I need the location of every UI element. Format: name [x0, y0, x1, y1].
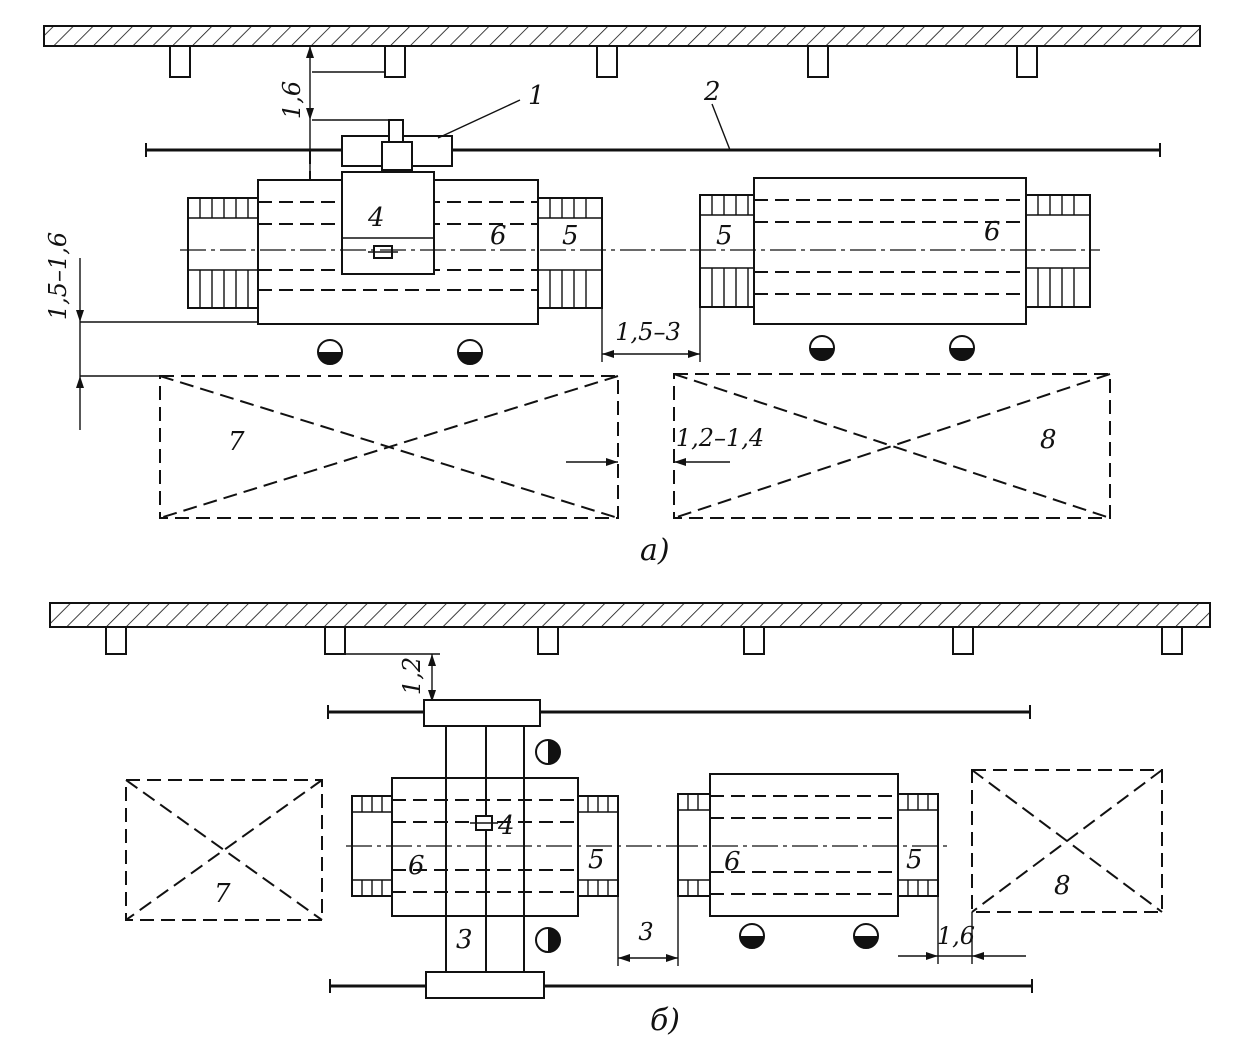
wall-b: [49, 602, 1211, 628]
area-left-b: [125, 779, 323, 921]
scheme-b: 1,2: [49, 602, 1211, 1038]
label-lathe-carriage: 4: [497, 811, 515, 841]
machine-right-b: [672, 773, 950, 917]
label-area-right: 8: [1040, 425, 1057, 455]
machine-left-a: [180, 171, 690, 325]
column: [105, 626, 127, 655]
dim-wall-to-rail-b: 1,2: [345, 653, 440, 702]
machine-right-a: [690, 177, 1100, 325]
dim-label: 1,6: [937, 922, 975, 950]
column: [537, 626, 559, 655]
column: [952, 626, 974, 655]
label-area-right: 8: [1054, 871, 1071, 901]
label-crane-rail: 2: [703, 77, 721, 107]
column: [807, 45, 829, 78]
scheme-a: 1,6: [43, 25, 1201, 568]
label-center: 5: [716, 221, 733, 251]
dim-wall-to-crane-a: 1,6: [278, 46, 392, 172]
wall-a: [43, 25, 1201, 47]
area-left-a: [159, 375, 619, 519]
dim-label: 1,5–1,6: [44, 232, 72, 320]
area-right-b: [971, 769, 1163, 913]
label-rotor: 6: [724, 847, 741, 877]
operator-symbols-a: [317, 335, 975, 365]
column: [1161, 626, 1183, 655]
dim-between-machines-a: 1,5–3: [601, 308, 701, 362]
dim-label: 1,6: [278, 81, 306, 119]
dim-between-areas-a: 1,2–1,4: [566, 424, 764, 466]
label-center: 5: [588, 845, 605, 875]
label-rotor: 6: [984, 217, 1001, 247]
area-right-a: [673, 373, 1111, 519]
column: [743, 626, 765, 655]
columns-b: [105, 626, 1183, 655]
label-center: 5: [562, 221, 579, 251]
dim-label: 1,5–3: [615, 318, 680, 346]
dim-label: 3: [638, 918, 653, 946]
column: [169, 45, 191, 78]
caption-a: а): [640, 533, 670, 568]
label-rotor: 6: [490, 221, 507, 251]
operator-symbols-b: [535, 739, 879, 953]
columns-a: [169, 45, 1038, 78]
label-area-left: 7: [214, 879, 231, 909]
column: [1016, 45, 1038, 78]
label-crane: 1: [528, 81, 545, 111]
dim-machine-to-area-b: 1,6: [898, 896, 1026, 964]
dim-between-machines-b: 3: [617, 896, 679, 966]
label-area-left: 7: [228, 427, 245, 457]
dim-label: 1,2–1,4: [676, 424, 764, 452]
column: [596, 45, 618, 78]
label-center: 5: [906, 845, 923, 875]
label-rotor: 6: [408, 851, 425, 881]
dim-label: 1,2: [398, 657, 426, 695]
portal-crane-b: [423, 699, 545, 999]
column: [324, 626, 346, 655]
column: [384, 45, 406, 78]
label-portal-crane: 3: [456, 925, 473, 955]
crane-a: [341, 119, 453, 171]
machine-left-b: [346, 777, 672, 917]
label-lathe-carriage: 4: [367, 203, 385, 233]
dim-machine-to-aisle-a: 1,5–1,6: [44, 232, 258, 430]
caption-b: б): [650, 1003, 680, 1038]
